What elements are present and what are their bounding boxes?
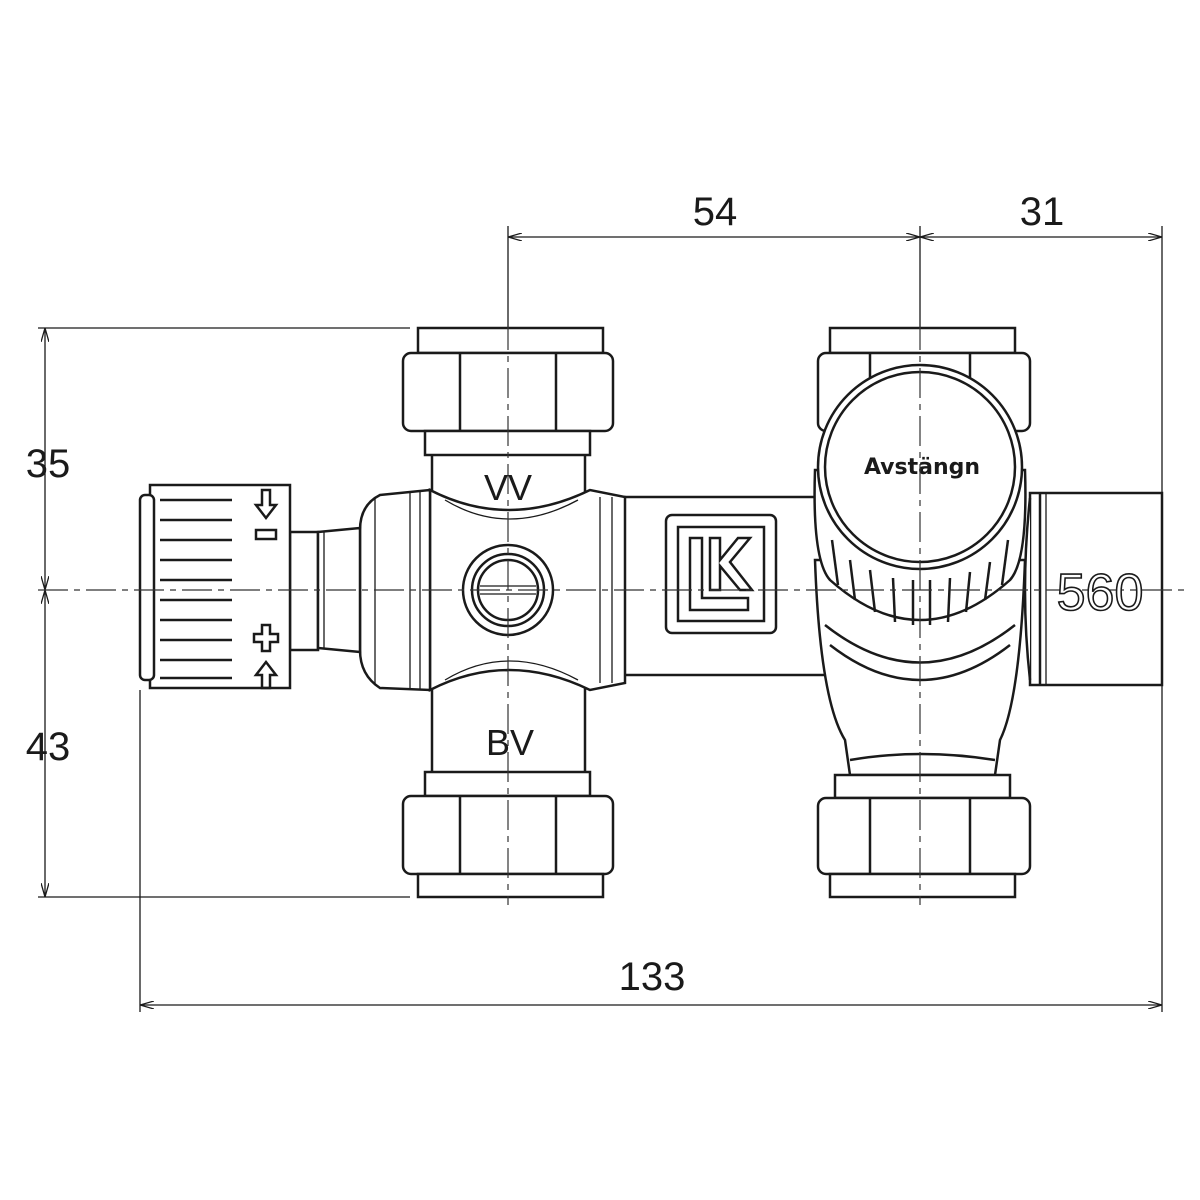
extension-lines: [38, 226, 1163, 1012]
dimension-133: 133: [619, 955, 686, 999]
arrow-down-icon: [253, 488, 279, 521]
lk-logo: [664, 513, 778, 635]
adjust-knob: [138, 483, 362, 690]
model-number: 560: [1057, 564, 1144, 622]
port-label-bv: BV: [486, 722, 534, 763]
centerlines: [38, 320, 1185, 905]
dimension-54: 54: [693, 190, 738, 234]
dimension-43: 43: [26, 725, 71, 769]
dimension-lines: [45, 237, 1162, 1005]
dimension-35: 35: [26, 442, 71, 486]
shutoff-cap-label: Avstängn: [864, 455, 980, 480]
shutoff-valve: Avstängn: [813, 326, 1032, 899]
dimension-31: 31: [1020, 190, 1065, 234]
minus-icon: [254, 528, 278, 541]
arrow-up-icon: [253, 659, 279, 690]
plus-icon: [252, 623, 280, 653]
port-label-vv: VV: [484, 467, 532, 508]
